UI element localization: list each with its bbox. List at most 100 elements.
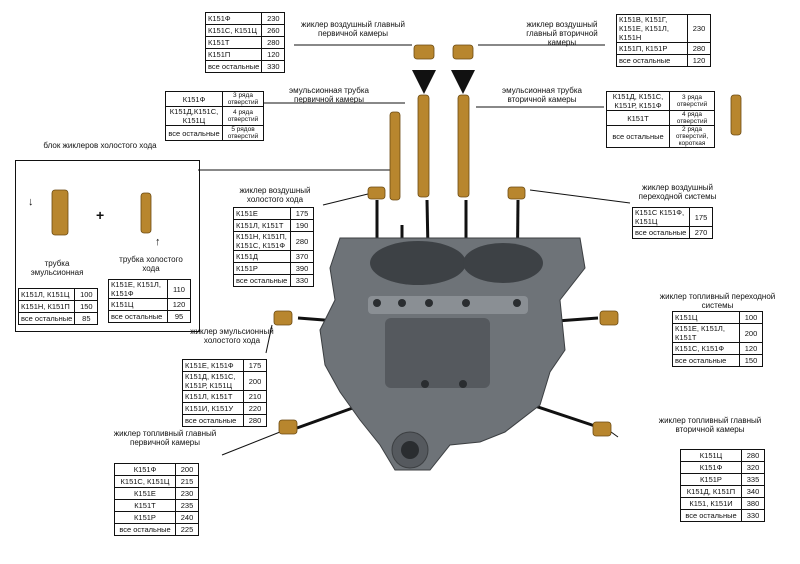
- table-cell: 280: [290, 231, 314, 251]
- table-cell: К151Р: [114, 511, 176, 524]
- table-cell: все остальные: [114, 523, 176, 536]
- idle-tube-icon: [140, 192, 152, 234]
- table-cell: К151Л, К151Ц: [17, 288, 76, 301]
- table-cell: К151Е: [114, 487, 176, 500]
- table-cell: К151Л, К151Т: [182, 390, 244, 403]
- table-cell: все остальные: [233, 274, 291, 287]
- table-cell: 320: [741, 461, 765, 474]
- table-cell: все остальные: [165, 125, 223, 141]
- table-cell: 85: [74, 312, 99, 325]
- table-cell: 175: [243, 359, 267, 372]
- table-cell: К151П: [204, 48, 263, 61]
- table-cell: К151Е, К151Ф: [182, 359, 244, 372]
- table-cell: 200: [175, 463, 199, 476]
- table-cell: К151П, К151Р: [616, 42, 688, 55]
- air-main-primary-label: жиклер воздушный главный первичной камер…: [301, 20, 405, 38]
- table-cell: 380: [741, 497, 765, 510]
- table-cell: 120: [739, 342, 763, 355]
- table-cell: 280: [261, 36, 286, 49]
- table-cell: К151Д, К151П: [680, 485, 742, 498]
- table-cell: К151С К151Ф, К151Ц: [632, 207, 690, 227]
- table-cell: все остальные: [204, 60, 263, 73]
- table-cell: 120: [261, 48, 286, 61]
- table-cell: 3 ряда отверстий: [222, 91, 264, 107]
- idle-tube-label: трубка холостого хода: [119, 255, 183, 273]
- emulsion-idle-jet-icon: [273, 310, 293, 326]
- table-cell: 260: [261, 24, 286, 37]
- table-cell: 280: [687, 42, 711, 55]
- fuel-main-primary-jet-icon: [278, 419, 298, 435]
- table-cell: К151В, К151Г, К151Е, К151Л, К151Н: [616, 14, 688, 43]
- table-cell: все остальные: [680, 509, 742, 522]
- table-cell: 225: [175, 523, 199, 536]
- table-cell: 4 ряда отверстий: [222, 106, 264, 126]
- table-cell: К151Н, К151П, К151С, К151Ф: [233, 231, 291, 251]
- table-cell: все остальные: [182, 414, 244, 427]
- table-cell: К151Д, К151С, К151Р, К151Ц: [182, 371, 244, 391]
- air-transition-jet-icon: [507, 186, 526, 200]
- idle-emulsion-tube-icon: [51, 189, 69, 236]
- table-cell: К151С, К151Ф: [672, 342, 740, 355]
- emulsion-tube-secondary-icon: [457, 94, 470, 198]
- idle-emulsion-tube-label: трубка эмульсионная: [30, 259, 84, 277]
- table-cell: 150: [74, 300, 99, 313]
- table-cell: К151С, К151Ц: [114, 475, 176, 488]
- table-cell: К151И, К151У: [182, 402, 244, 415]
- table-cell: все остальные: [17, 312, 76, 325]
- table-cell: 120: [167, 298, 191, 311]
- table-cell: 280: [243, 414, 267, 427]
- table-cell: все остальные: [632, 226, 690, 239]
- idle-block-frame: [15, 160, 200, 332]
- table-cell: 230: [261, 12, 286, 25]
- table-cell: 220: [243, 402, 267, 415]
- air-transition-label: жиклер воздушный переходной системы: [638, 183, 717, 201]
- table-cell: 3 ряда отверстий: [669, 91, 715, 111]
- table-cell: 175: [689, 207, 713, 227]
- table-cell: К151Л, К151Т: [233, 219, 291, 232]
- table-cell: К151Т: [606, 110, 670, 126]
- table-cell: 230: [175, 487, 199, 500]
- table-cell: К151, К151И: [680, 497, 742, 510]
- table-cell: 150: [739, 354, 763, 367]
- table-cell: 330: [741, 509, 765, 522]
- air-main-secondary-jet-icon: [452, 44, 474, 60]
- table-cell: 390: [290, 262, 314, 275]
- table-cell: 370: [290, 250, 314, 263]
- table-cell: 340: [741, 485, 765, 498]
- table-cell: все остальные: [606, 125, 670, 148]
- air-idle-label: жиклер воздушный холостого хода: [239, 186, 311, 204]
- table-cell: 330: [261, 60, 286, 73]
